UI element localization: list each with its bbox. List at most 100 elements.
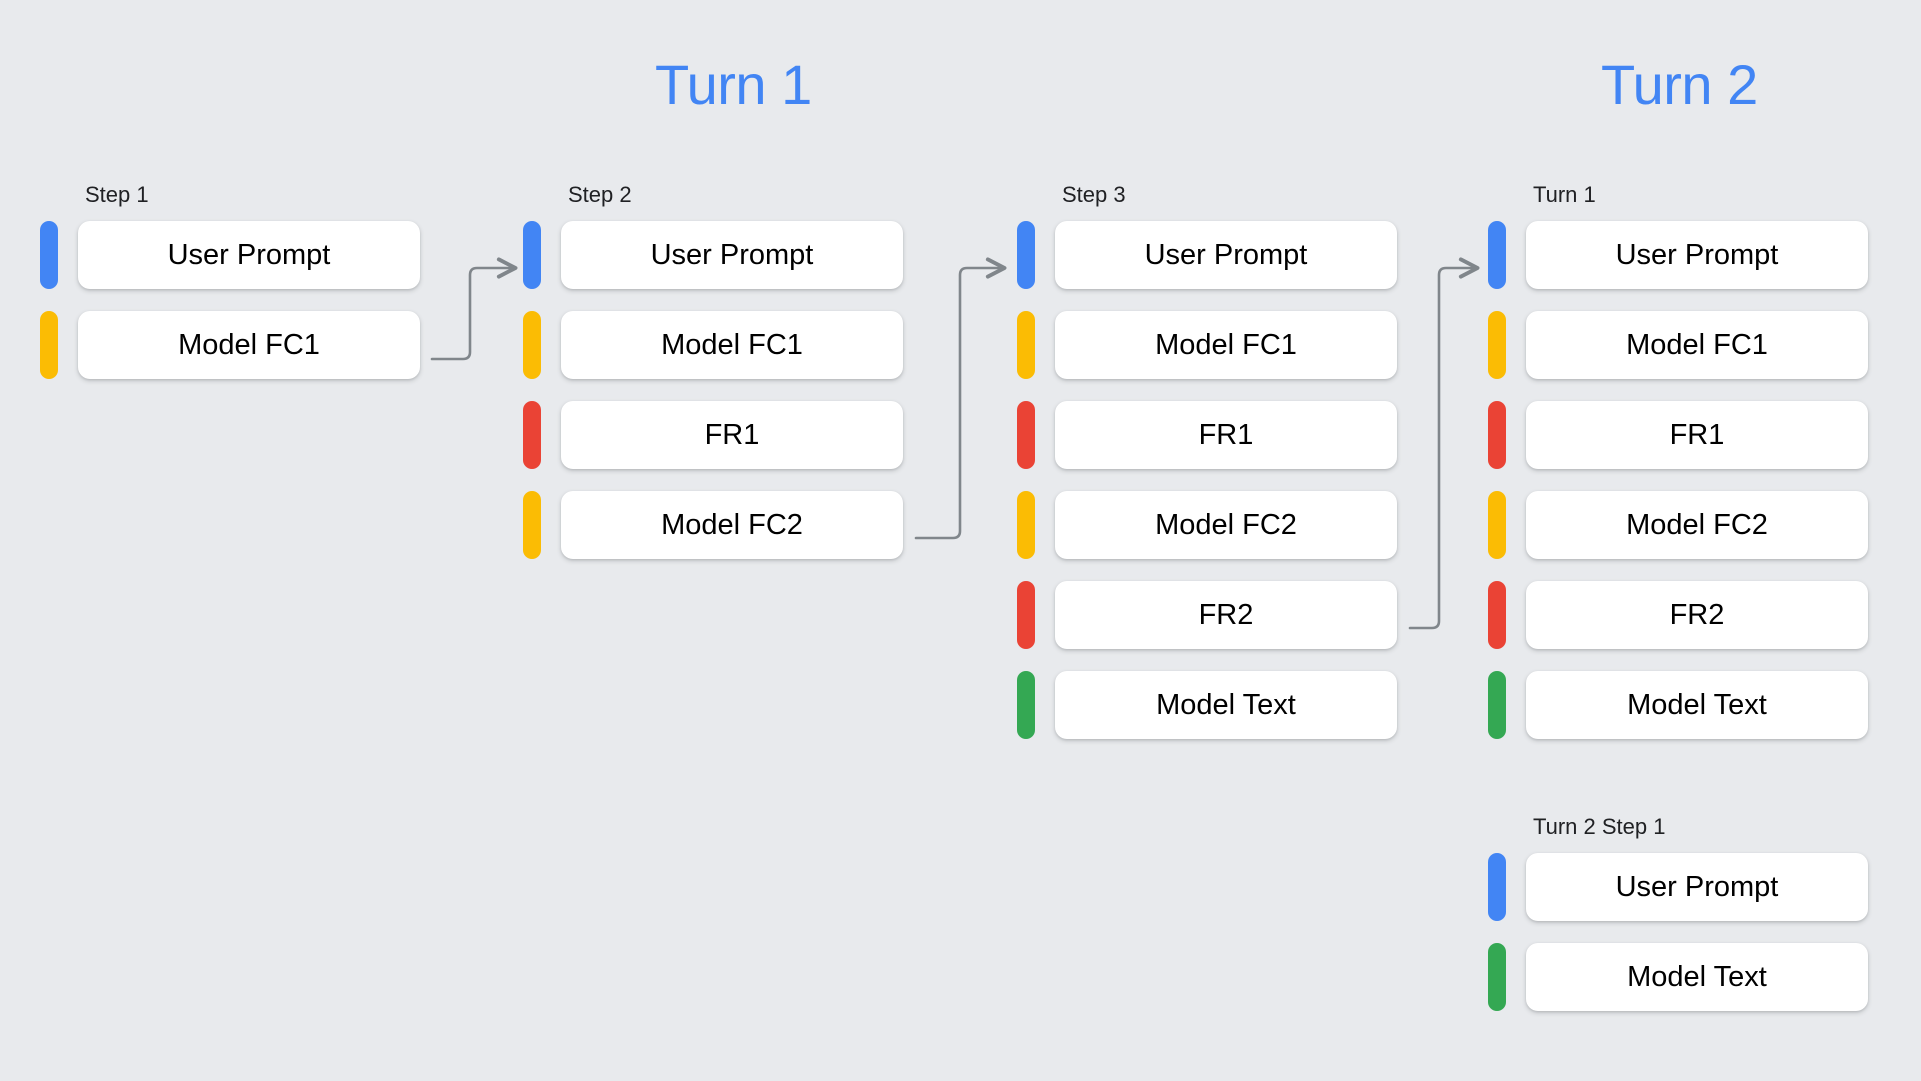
status-bar-model-fc	[1017, 491, 1035, 559]
card-fr1[interactable]: FR1	[1055, 401, 1397, 469]
card-fr2[interactable]: FR2	[1526, 581, 1868, 649]
list-item[interactable]: FR2	[1017, 581, 1397, 649]
step-label-step-1: Step 1	[85, 182, 149, 207]
list-item[interactable]: Model FC2	[1017, 491, 1397, 559]
column-step-3: Step 3 User Prompt Model FC1 FR1 Model F…	[1017, 182, 1397, 739]
list-item[interactable]: FR1	[1017, 401, 1397, 469]
status-bar-function-response	[1017, 581, 1035, 649]
card-model-fc2[interactable]: Model FC2	[1055, 491, 1397, 559]
status-bar-model-fc	[1488, 311, 1506, 379]
connector-arrow-step3-to-turn1	[1408, 257, 1480, 630]
status-bar-model-fc	[40, 311, 58, 379]
card-user-prompt[interactable]: User Prompt	[78, 221, 420, 289]
list-item[interactable]: Model Text	[1488, 671, 1868, 739]
card-label: FR1	[1669, 419, 1725, 451]
list-item[interactable]: Model Text	[1017, 671, 1397, 739]
status-bar-user-prompt	[1017, 221, 1035, 289]
rows-turn-2-step-1: User Prompt Model Text	[1488, 853, 1868, 1011]
step-label-step-2: Step 2	[568, 182, 632, 207]
status-bar-user-prompt	[1488, 853, 1506, 921]
status-bar-function-response	[523, 401, 541, 469]
rows-step-1: User Prompt Model FC1	[40, 221, 420, 379]
rows-step-3: User Prompt Model FC1 FR1 Model FC2 FR2	[1017, 221, 1397, 739]
list-item[interactable]: User Prompt	[1017, 221, 1397, 289]
status-bar-user-prompt	[40, 221, 58, 289]
card-fr1[interactable]: FR1	[561, 401, 903, 469]
list-item[interactable]: Model FC2	[1488, 491, 1868, 559]
card-model-text[interactable]: Model Text	[1055, 671, 1397, 739]
turn-1-header: Turn 1	[655, 53, 812, 116]
card-label: Model Text	[1627, 961, 1767, 993]
card-model-fc1[interactable]: Model FC1	[1055, 311, 1397, 379]
card-label: FR2	[1669, 599, 1725, 631]
card-label: User Prompt	[1615, 239, 1779, 271]
card-label: Model FC1	[1155, 329, 1297, 361]
card-label: Model FC2	[661, 509, 803, 541]
list-item[interactable]: User Prompt	[1488, 853, 1868, 921]
status-bar-model-fc	[523, 311, 541, 379]
step-label-turn-2-step-1: Turn 2 Step 1	[1533, 814, 1666, 839]
list-item[interactable]: FR1	[1488, 401, 1868, 469]
turn-2-header: Turn 2	[1601, 53, 1758, 116]
card-label: FR2	[1198, 599, 1254, 631]
status-bar-model-text	[1488, 943, 1506, 1011]
card-user-prompt[interactable]: User Prompt	[1526, 221, 1868, 289]
card-fr1[interactable]: FR1	[1526, 401, 1868, 469]
card-model-fc1[interactable]: Model FC1	[561, 311, 903, 379]
list-item[interactable]: User Prompt	[40, 221, 420, 289]
list-item[interactable]: User Prompt	[1488, 221, 1868, 289]
card-model-fc2[interactable]: Model FC2	[561, 491, 903, 559]
card-label: User Prompt	[650, 239, 814, 271]
card-label: User Prompt	[167, 239, 331, 271]
card-model-fc2[interactable]: Model FC2	[1526, 491, 1868, 559]
list-item[interactable]: User Prompt	[523, 221, 903, 289]
card-label: Model FC2	[1626, 509, 1768, 541]
status-bar-function-response	[1488, 581, 1506, 649]
list-item[interactable]: Model FC1	[1017, 311, 1397, 379]
list-item[interactable]: FR1	[523, 401, 903, 469]
connector-arrow-step1-to-step2	[430, 257, 518, 361]
card-user-prompt[interactable]: User Prompt	[561, 221, 903, 289]
status-bar-function-response	[1488, 401, 1506, 469]
card-user-prompt[interactable]: User Prompt	[1055, 221, 1397, 289]
status-bar-function-response	[1017, 401, 1035, 469]
card-model-fc1[interactable]: Model FC1	[78, 311, 420, 379]
status-bar-model-fc	[523, 491, 541, 559]
rows-step-2: User Prompt Model FC1 FR1 Model FC2	[523, 221, 903, 559]
column-turn-2-turn-1: Turn 1 User Prompt Model FC1 FR1 Model F…	[1488, 182, 1868, 739]
card-label: Model FC1	[661, 329, 803, 361]
card-label: FR1	[1198, 419, 1254, 451]
card-user-prompt[interactable]: User Prompt	[1526, 853, 1868, 921]
card-label: Model FC1	[178, 329, 320, 361]
rows-turn-2-turn-1: User Prompt Model FC1 FR1 Model FC2 FR2	[1488, 221, 1868, 739]
list-item[interactable]: Model FC1	[1488, 311, 1868, 379]
card-model-text[interactable]: Model Text	[1526, 943, 1868, 1011]
status-bar-model-text	[1017, 671, 1035, 739]
card-label: User Prompt	[1144, 239, 1308, 271]
status-bar-model-fc	[1017, 311, 1035, 379]
status-bar-model-fc	[1488, 491, 1506, 559]
card-label: FR1	[704, 419, 760, 451]
card-label: Model Text	[1156, 689, 1296, 721]
step-label-turn-1: Turn 1	[1533, 182, 1596, 207]
card-label: Model FC1	[1626, 329, 1768, 361]
column-turn-2-step-1: Turn 2 Step 1 User Prompt Model Text	[1488, 814, 1868, 1011]
card-label: User Prompt	[1615, 871, 1779, 903]
status-bar-user-prompt	[1488, 221, 1506, 289]
card-fr2[interactable]: FR2	[1055, 581, 1397, 649]
status-bar-model-text	[1488, 671, 1506, 739]
card-label: Model FC2	[1155, 509, 1297, 541]
list-item[interactable]: Model Text	[1488, 943, 1868, 1011]
list-item[interactable]: Model FC1	[40, 311, 420, 379]
list-item[interactable]: Model FC1	[523, 311, 903, 379]
card-model-fc1[interactable]: Model FC1	[1526, 311, 1868, 379]
step-label-step-3: Step 3	[1062, 182, 1126, 207]
column-step-2: Step 2 User Prompt Model FC1 FR1 Model F…	[523, 182, 903, 559]
list-item[interactable]: Model FC2	[523, 491, 903, 559]
list-item[interactable]: FR2	[1488, 581, 1868, 649]
card-model-text[interactable]: Model Text	[1526, 671, 1868, 739]
card-label: Model Text	[1627, 689, 1767, 721]
status-bar-user-prompt	[523, 221, 541, 289]
column-step-1: Step 1 User Prompt Model FC1	[40, 182, 420, 379]
connector-arrow-step2-to-step3	[914, 257, 1007, 540]
